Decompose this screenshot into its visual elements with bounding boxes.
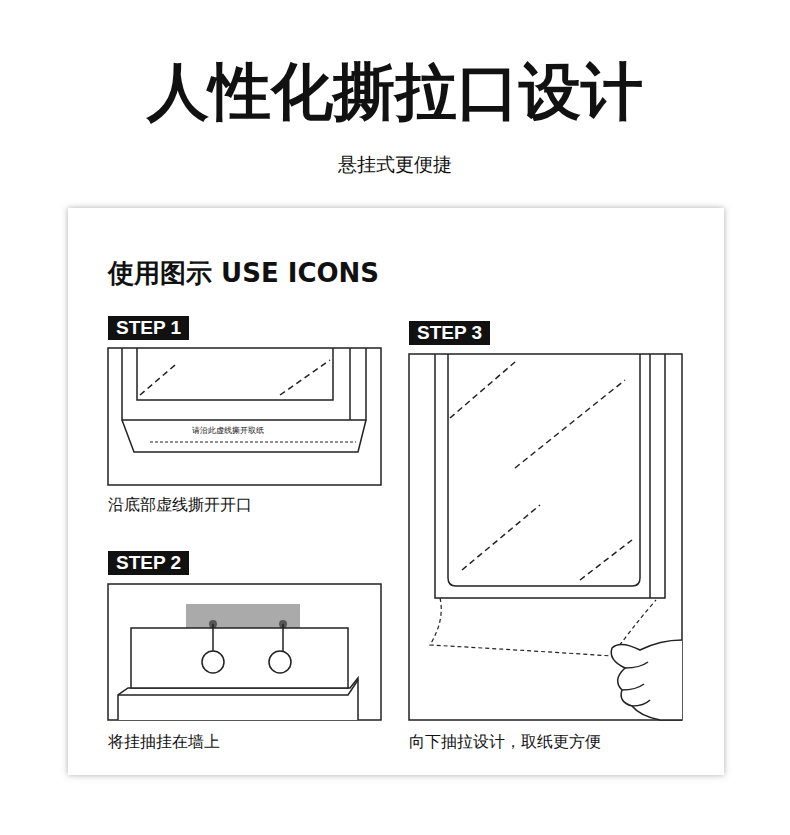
step-caption: 向下抽拉设计，取纸更方便	[409, 731, 601, 753]
hook-symbol	[202, 624, 291, 673]
hand	[611, 640, 682, 720]
instruction-card: 使用图示 USE ICONS STEP 1 STEP 2 STEP 3	[68, 208, 724, 775]
title: 人性化撕拉口设计	[0, 52, 790, 132]
step1-frame	[108, 348, 381, 485]
tear-note: 请沿此虚线撕开取纸	[190, 426, 266, 436]
panel-heading: 使用图示 USE ICONS	[108, 256, 379, 290]
step-caption: 沿底部虚线撕开开口	[108, 494, 252, 516]
step-label: STEP 2	[116, 551, 181, 575]
step2-frame	[108, 584, 381, 720]
step-label: STEP 1	[116, 316, 181, 340]
step-tag: STEP 2	[108, 551, 189, 575]
hanger-card	[131, 628, 348, 688]
step-caption: 将挂抽挂在墙上	[108, 731, 220, 753]
step-tag: STEP 1	[108, 316, 189, 340]
card-ground	[68, 208, 724, 775]
step-label: STEP 3	[417, 321, 482, 345]
subtitle: 悬挂式更便捷	[0, 152, 790, 177]
step3-frame	[409, 354, 682, 720]
hanging-package	[430, 354, 665, 656]
package-top	[122, 348, 366, 452]
step-tag: STEP 3	[409, 321, 490, 345]
